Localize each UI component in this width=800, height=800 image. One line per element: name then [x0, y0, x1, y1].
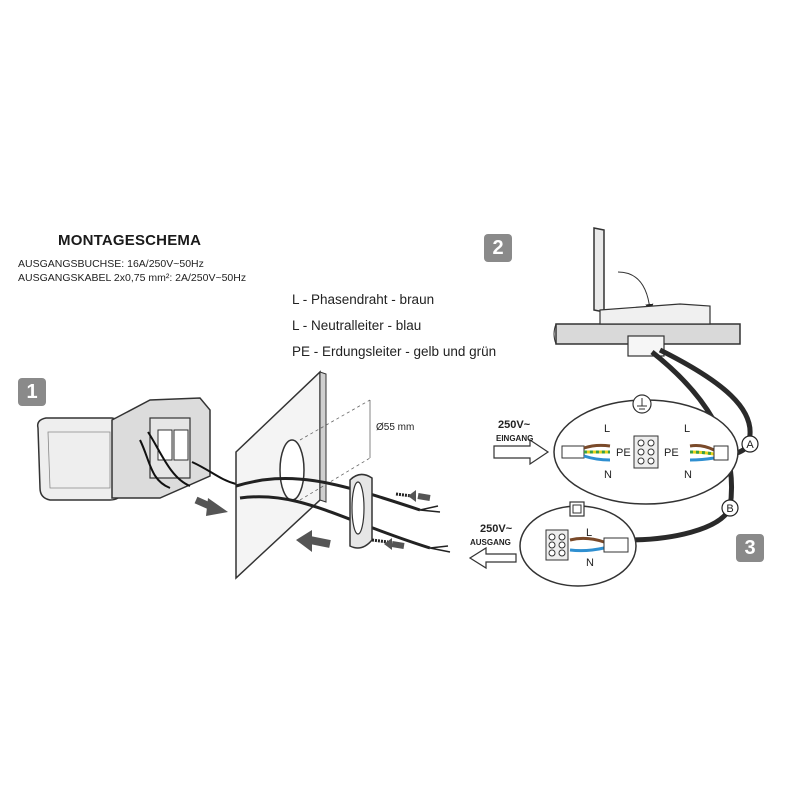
output-wiring-detail: [519, 501, 637, 587]
output-label: AUSGANG: [470, 538, 511, 547]
output-n: N: [586, 557, 594, 569]
spec-output-cable: AUSGANGSKABEL 2x0,75 mm²: 2A/250V~50Hz: [18, 272, 247, 284]
input-right-l: L: [684, 423, 690, 435]
cable-a-label: A: [746, 439, 754, 451]
cable-b-label: B: [726, 503, 733, 515]
device-mount: [553, 227, 741, 357]
input-pe-left: PE: [616, 447, 631, 459]
spec-output-socket: AUSGANGSBUCHSE: 16A/250V~50Hz: [18, 258, 204, 270]
push-arrow-ring: [309, 536, 331, 548]
cable-a-marker: [741, 435, 759, 453]
cable-input: [658, 347, 753, 445]
socket-assembly: [36, 397, 237, 501]
input-wiring-detail: [553, 394, 739, 505]
mounting-ring: [349, 473, 373, 549]
output-arrow-icon: [468, 546, 517, 570]
input-right-n: N: [684, 469, 692, 481]
wall-plate: [235, 370, 371, 580]
diagram-title: MONTAGESCHEMA: [58, 232, 202, 249]
step-badge-1: 1: [18, 378, 46, 406]
input-label: EINGANG: [496, 434, 533, 443]
input-voltage: 250V~: [498, 419, 531, 431]
cable-b-marker: [721, 499, 739, 517]
input-left-n: N: [604, 469, 612, 481]
step-badge-2: 2: [484, 234, 512, 262]
input-pe-right: PE: [664, 447, 679, 459]
legend-phase: L - Phasendraht - braun: [292, 292, 435, 307]
hole-diameter-label: Ø55 mm: [376, 422, 414, 433]
output-l: L: [586, 527, 592, 539]
legend-neutral: L - Neutralleiter - blau: [292, 318, 422, 333]
input-arrow-icon: [493, 438, 550, 466]
legend-earth: PE - Erdungsleiter - gelb und grün: [292, 344, 497, 359]
step-badge-3: 3: [736, 534, 764, 562]
input-left-l: L: [604, 423, 610, 435]
output-voltage: 250V~: [480, 523, 513, 535]
